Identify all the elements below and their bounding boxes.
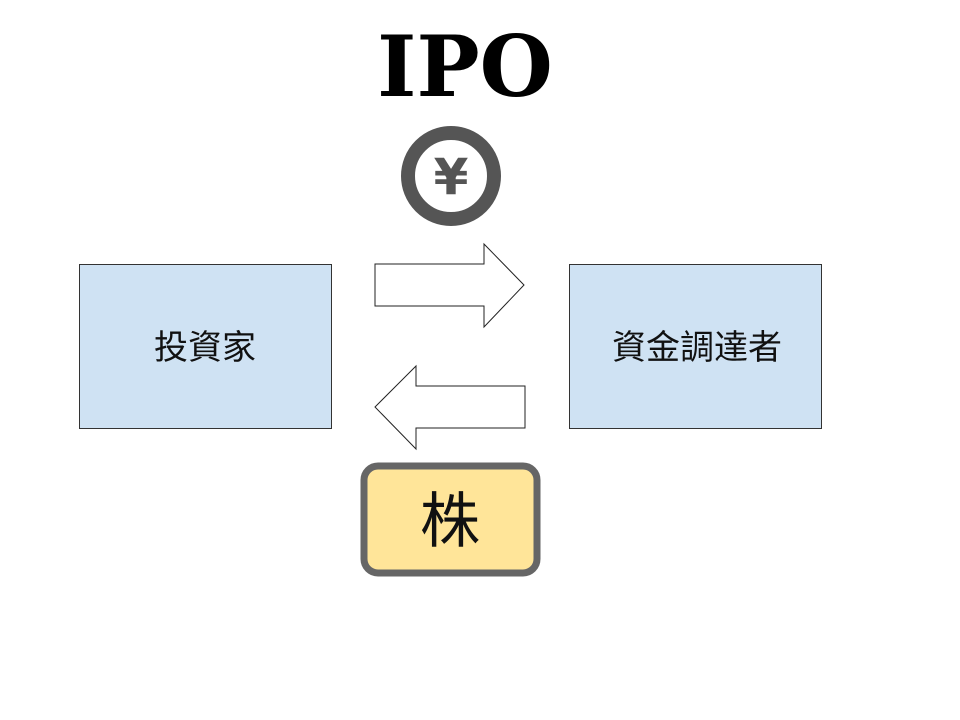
investor-box: 投資家: [79, 264, 332, 429]
investor-label: 投資家: [154, 328, 256, 368]
investor-box-rect: [79, 264, 332, 429]
yen-symbol: ¥: [434, 148, 469, 206]
issuer-box: 資金調達者: [569, 264, 822, 429]
diagram-title: IPO: [377, 17, 553, 116]
yen-coin-ring: [401, 126, 501, 226]
share-icon-rect: [360, 462, 541, 577]
issuer-label: 資金調達者: [612, 328, 782, 368]
issuer-box-rect: [569, 264, 822, 429]
share-icon: 株: [360, 462, 541, 577]
share-flow-arrow: [374, 364, 526, 451]
money-flow-arrow: [374, 242, 525, 329]
yen-coin-icon: ¥: [401, 126, 501, 226]
share-label: 株: [420, 487, 480, 557]
